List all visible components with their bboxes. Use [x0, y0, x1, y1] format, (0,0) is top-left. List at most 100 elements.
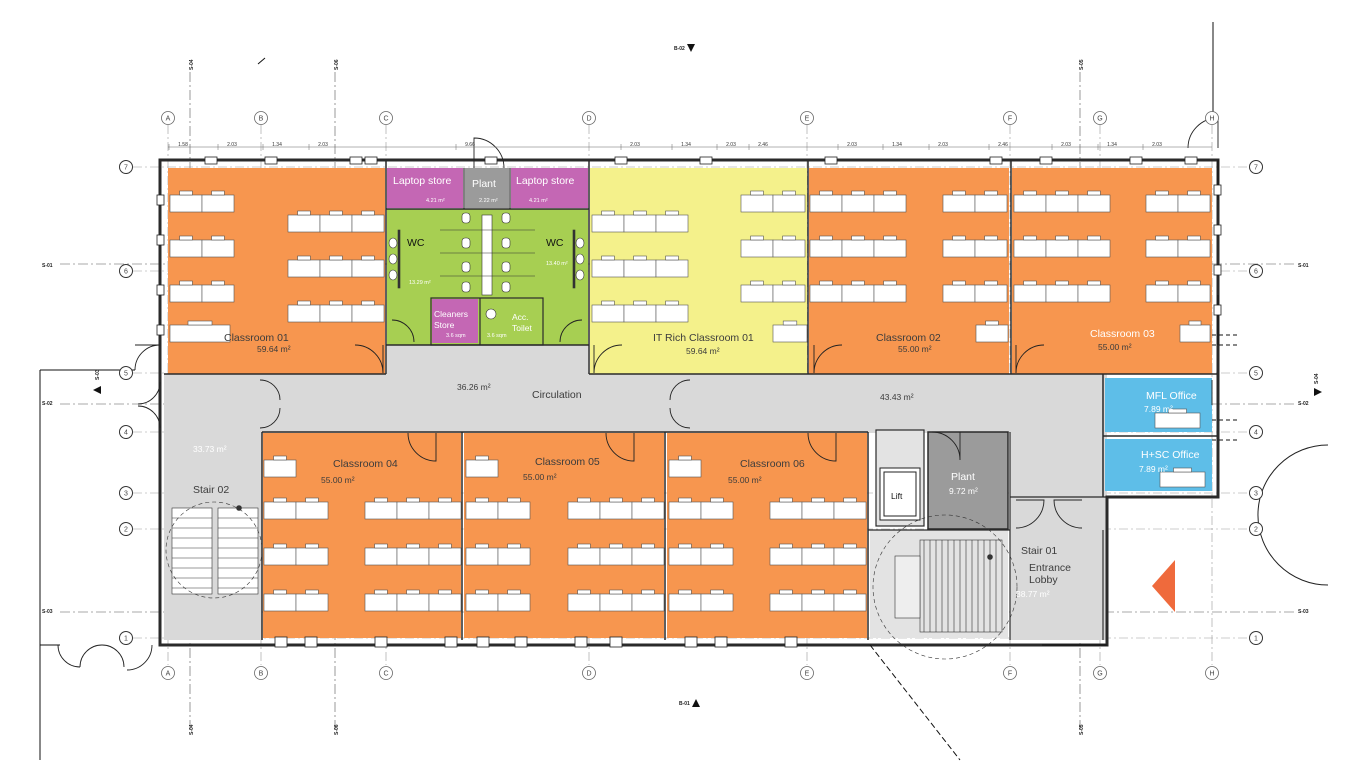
- section-s06-label-bottom: S-06: [334, 724, 340, 735]
- section-s03-arrow: [93, 386, 101, 394]
- desk: [873, 194, 907, 213]
- chair: [984, 235, 998, 241]
- chair: [811, 543, 825, 549]
- chair: [678, 455, 692, 461]
- chair: [952, 190, 966, 196]
- classroom-01-area: 59.64 m²: [257, 344, 291, 354]
- grid-column-bubble: [1205, 666, 1219, 680]
- chair: [710, 589, 724, 595]
- laptop-store-1-name: Laptop store: [393, 175, 452, 187]
- chair: [475, 497, 489, 503]
- window: [156, 194, 165, 206]
- window: [574, 636, 588, 648]
- chair: [641, 497, 655, 503]
- grid-row-bubble: [119, 631, 133, 645]
- grid-row-label: 7: [1254, 165, 1258, 172]
- desk: [599, 547, 633, 566]
- dimension-label: 1.34: [681, 142, 691, 148]
- classroom-04-area: 55.00 m²: [321, 475, 355, 485]
- dimension-label: 1.58: [178, 142, 188, 148]
- entrance-lobby-name-1: Entrance: [1029, 562, 1071, 574]
- window: [264, 156, 278, 165]
- chair: [678, 543, 692, 549]
- grid-column-label: B: [259, 116, 264, 123]
- chair: [1155, 190, 1169, 196]
- chair: [609, 497, 623, 503]
- desk: [655, 304, 689, 323]
- chair: [782, 280, 796, 286]
- desk: [1145, 284, 1179, 303]
- desk: [396, 501, 430, 520]
- chair: [851, 280, 865, 286]
- chair: [1187, 280, 1201, 286]
- desk: [772, 284, 806, 303]
- window: [1213, 184, 1222, 196]
- grid-column-label: G: [1097, 671, 1102, 678]
- chair: [843, 543, 857, 549]
- chair: [273, 589, 287, 595]
- chair: [665, 300, 679, 306]
- desk: [319, 304, 353, 323]
- desk: [1145, 239, 1179, 258]
- window: [714, 636, 728, 648]
- wc-left-area: 13.29 m²: [409, 280, 431, 286]
- circulation-area-right: 43.43 m²: [880, 392, 914, 402]
- chair: [851, 235, 865, 241]
- desk: [567, 593, 601, 612]
- grid-column-label: E: [805, 116, 810, 123]
- chair: [601, 255, 615, 261]
- cleaners-store-name-2: Store: [434, 320, 455, 330]
- chair: [601, 210, 615, 216]
- chair: [710, 543, 724, 549]
- chair: [883, 235, 897, 241]
- chair: [406, 543, 420, 549]
- desk: [1045, 194, 1079, 213]
- window: [374, 636, 388, 648]
- desk: [497, 547, 531, 566]
- desk: [974, 194, 1008, 213]
- desk: [295, 547, 329, 566]
- chair: [406, 589, 420, 595]
- chair: [438, 589, 452, 595]
- desk: [1077, 194, 1111, 213]
- circulation-area-left: 36.26 m²: [457, 382, 491, 392]
- grid-column-label: F: [1008, 116, 1012, 123]
- desk: [631, 547, 665, 566]
- chair: [779, 497, 793, 503]
- grid-row-bubble: [119, 522, 133, 536]
- classroom-05-name: Classroom 05: [535, 456, 600, 468]
- chair: [361, 210, 375, 216]
- section-s06-label-top: S-06: [334, 59, 340, 70]
- chair: [1087, 190, 1101, 196]
- desk: [809, 194, 843, 213]
- site-lines: [39, 22, 1240, 761]
- classroom-06-name: Classroom 06: [740, 458, 805, 470]
- it-classroom-01-area: 59.64 m²: [686, 346, 720, 356]
- window: [304, 636, 318, 648]
- grid-column-bubble: [1003, 666, 1017, 680]
- grid-row-bubble: [119, 425, 133, 439]
- chair: [985, 320, 999, 326]
- entrance-lobby-area: 38.77 m²: [1016, 589, 1050, 599]
- desk: [497, 593, 531, 612]
- desk: [1154, 412, 1201, 429]
- chair: [641, 543, 655, 549]
- dimension-label: 2.46: [998, 142, 1008, 148]
- lift-car: [879, 467, 921, 521]
- desk: [668, 459, 702, 478]
- chair: [819, 235, 833, 241]
- chair: [1055, 190, 1069, 196]
- wc-fixtures: [388, 212, 585, 320]
- dimension-label: 9.66: [465, 142, 475, 148]
- grid-column-bubble: [379, 111, 393, 125]
- desk: [623, 304, 657, 323]
- desk: [700, 501, 734, 520]
- chair: [750, 190, 764, 196]
- desk: [1179, 324, 1211, 343]
- grid-column-bubble: [161, 111, 175, 125]
- desk: [942, 194, 976, 213]
- chair: [1155, 280, 1169, 286]
- grid-column-bubble: [800, 111, 814, 125]
- chair: [1155, 235, 1169, 241]
